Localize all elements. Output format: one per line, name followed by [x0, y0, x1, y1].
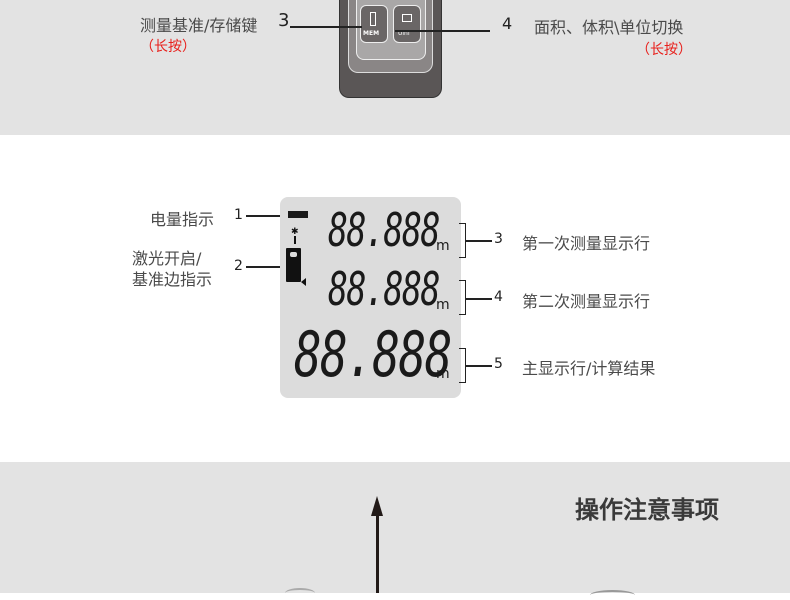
- battery-icon: [288, 211, 308, 218]
- laser-label: 激光开启/ 基准边指示: [132, 249, 213, 289]
- notes-section: [0, 462, 790, 593]
- key3-label: 测量基准/存储键: [140, 16, 258, 35]
- row3-bracket: [459, 348, 466, 383]
- row2-number: 4: [494, 289, 503, 305]
- arrow-up-icon: [371, 496, 383, 516]
- key3-number: 3: [278, 10, 290, 31]
- row1-bracket: [459, 223, 466, 258]
- row1-label: 第一次测量显示行: [522, 234, 651, 253]
- key4-label: 面积、体积\单位切换: [534, 18, 684, 37]
- row3-unit: m: [436, 366, 450, 382]
- device-illustration: MEM Uinf: [339, 0, 442, 98]
- battery-label: 电量指示: [150, 210, 215, 229]
- reference-edge-icon: [286, 248, 301, 282]
- row1-unit: m: [436, 238, 450, 254]
- key4-note: （长按）: [636, 42, 692, 58]
- area-volume-icon: [402, 14, 412, 22]
- laser-icon: ✱: [291, 227, 299, 237]
- row3-number: 5: [494, 356, 503, 372]
- key4-leader-line: [395, 30, 490, 32]
- row3-digits: 88.888: [294, 318, 452, 391]
- row2-leader-line: [466, 298, 492, 300]
- laser-number: 2: [234, 258, 243, 274]
- reference-arrow-icon: [301, 278, 306, 286]
- row3-label: 主显示行/计算结果: [522, 359, 656, 378]
- row2-bracket: [459, 280, 466, 315]
- row1-number: 3: [494, 231, 503, 247]
- row3-leader-line: [466, 365, 492, 367]
- laser-beam: [294, 236, 296, 244]
- battery-number: 1: [234, 207, 243, 223]
- device-outline-left: [285, 588, 315, 598]
- row1-leader-line: [466, 240, 492, 242]
- laser-reference-icon: [370, 12, 376, 26]
- row2-label: 第二次测量显示行: [522, 292, 651, 311]
- laser-leader-line: [246, 266, 286, 268]
- lcd-display: [280, 197, 461, 398]
- row2-unit: m: [436, 297, 450, 313]
- key3-leader-line: [290, 26, 362, 28]
- key3-note: （长按）: [140, 39, 196, 55]
- row1-digits: 88.888: [328, 203, 440, 257]
- mem-button[interactable]: MEM: [360, 5, 388, 43]
- device-outline-right: [590, 590, 635, 600]
- arrow-shaft: [376, 514, 379, 593]
- battery-leader-line: [246, 215, 286, 217]
- unit-button[interactable]: Uinf: [393, 5, 421, 43]
- row2-digits: 88.888: [328, 262, 440, 316]
- key4-number: 4: [502, 14, 513, 33]
- notes-title: 操作注意事项: [575, 496, 719, 524]
